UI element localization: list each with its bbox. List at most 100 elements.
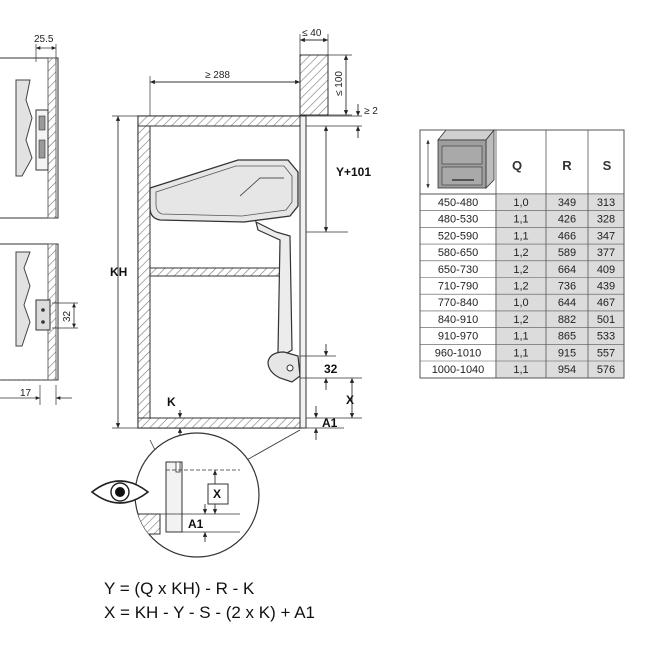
cabinet-top-wall xyxy=(137,115,303,127)
table-cell-range: 840-910 xyxy=(438,314,478,326)
dimension-table: Q R S 450-480 1,0 349 313 480-530 1,1 426 328 52… xyxy=(419,128,625,379)
lower-bracket xyxy=(35,299,51,331)
table-cell-q: 1,0 xyxy=(513,197,528,209)
table-cell-range: 960-1010 xyxy=(435,347,482,359)
dim-y-offset: Y+101 xyxy=(336,165,371,179)
table-row-shade xyxy=(496,227,624,245)
table-cell-s: 533 xyxy=(597,331,615,343)
dim-x: X xyxy=(346,393,354,407)
table-cell-r: 882 xyxy=(558,314,576,326)
table-cell-q: 1,1 xyxy=(513,347,528,359)
detail-x-box xyxy=(207,483,229,505)
table-cell-q: 1,2 xyxy=(513,264,528,276)
side-panel-top xyxy=(0,57,59,219)
table-cell-range: 1000-1040 xyxy=(432,364,485,376)
cabinet-section: KH ≥ 288 ≤ 40 ≤ 100 ≥ 2 Y+101 32 xyxy=(110,28,378,440)
table-cell-q: 1,0 xyxy=(513,297,528,309)
cabinet-shelf xyxy=(149,267,287,277)
table-cell-s: 377 xyxy=(597,247,615,259)
table-cell-range: 580-650 xyxy=(438,247,478,259)
table-cell-range: 450-480 xyxy=(438,197,478,209)
table-cell-q: 1,1 xyxy=(513,214,528,226)
detail-door-pin xyxy=(175,461,181,473)
table-cell-r: 736 xyxy=(558,281,576,293)
table-cell-s: 313 xyxy=(597,197,615,209)
cabinet-left-wall xyxy=(137,115,151,429)
table-cell-r: 644 xyxy=(558,297,576,309)
hinge-pivot xyxy=(286,364,294,372)
cabinet-bottom-wall xyxy=(137,417,303,429)
table-cell-range: 770-840 xyxy=(438,297,478,309)
lift-mechanism-housing xyxy=(149,159,299,223)
hinge-joint xyxy=(267,351,301,383)
table-col-r: R xyxy=(562,158,572,173)
table-row-shade xyxy=(496,344,624,361)
table-cell-r: 466 xyxy=(558,230,576,242)
table-row-shade xyxy=(496,260,624,278)
side-view: 25.5 32 17 xyxy=(0,34,78,405)
table-cell-range: 910-970 xyxy=(438,331,478,343)
table-cell-r: 954 xyxy=(558,364,576,376)
dim-inner-width: ≥ 288 xyxy=(205,70,230,81)
detail-door-panel xyxy=(165,461,183,533)
detail-circle xyxy=(134,432,260,558)
side-panel-bottom xyxy=(0,243,59,381)
formula-y: Y = (Q x KH) - R - K xyxy=(104,579,255,598)
table-cell-s: 467 xyxy=(597,297,615,309)
table-cell-s: 409 xyxy=(597,264,615,276)
table-cell-range: 520-590 xyxy=(438,230,478,242)
table-row-shade xyxy=(496,244,624,261)
table-cell-s: 439 xyxy=(597,281,615,293)
table-cell-s: 576 xyxy=(597,364,615,376)
table-cell-q: 1,1 xyxy=(513,230,528,242)
table-row-shade xyxy=(496,294,624,311)
dim-k: K xyxy=(167,395,176,409)
table-cell-q: 1,2 xyxy=(513,314,528,326)
dim-bottom-left-width: 17 xyxy=(20,388,32,399)
table-cell-s: 557 xyxy=(597,347,615,359)
table-cell-r: 589 xyxy=(558,247,576,259)
detail-x-label: X xyxy=(213,487,221,501)
upper-fitting-detail xyxy=(38,115,46,131)
dim-hinge-height: 32 xyxy=(324,362,338,376)
dim-gap: ≥ 2 xyxy=(364,106,378,117)
table-col-q: Q xyxy=(512,158,522,173)
table-row-shade xyxy=(496,210,624,228)
table-row-shade xyxy=(496,277,624,295)
formula-x: X = KH - Y - S - (2 x K) + A1 xyxy=(104,603,315,622)
table-row-shade xyxy=(496,327,624,345)
table-cell-r: 664 xyxy=(558,264,576,276)
dim-top-left-width: 25.5 xyxy=(34,34,54,45)
table-cell-range: 480-530 xyxy=(438,214,478,226)
detail-a1-label: A1 xyxy=(188,517,204,531)
table-border xyxy=(419,129,625,379)
table-body: 450-480 1,0 349 313 480-530 1,1 426 328 520-590 1… xyxy=(420,193,624,378)
table-cell-r: 349 xyxy=(558,197,576,209)
dim-a1: A1 xyxy=(322,416,338,430)
table-cell-r: 865 xyxy=(558,331,576,343)
side-edge-upper xyxy=(47,57,57,219)
table-cell-q: 1,1 xyxy=(513,331,528,343)
table-cell-r: 426 xyxy=(558,214,576,226)
table-cell-q: 1,1 xyxy=(513,364,528,376)
table-cell-s: 501 xyxy=(597,314,615,326)
dim-top-thickness: ≤ 40 xyxy=(302,28,322,39)
bracket-screw xyxy=(41,308,45,312)
table-cell-q: 1,2 xyxy=(513,281,528,293)
table-col-s: S xyxy=(603,158,612,173)
lift-mechanism-detail xyxy=(239,177,284,197)
front-door xyxy=(299,115,307,429)
side-board-lower xyxy=(15,251,31,347)
side-board-upper xyxy=(15,79,33,177)
lift-mechanism-inner xyxy=(155,165,293,217)
cabinet-thumbnail xyxy=(426,128,495,189)
dim-bracket-height: 32 xyxy=(62,310,73,322)
table-cell-range: 650-730 xyxy=(438,264,478,276)
table-cell-r: 915 xyxy=(558,347,576,359)
table-cell-s: 328 xyxy=(597,214,615,226)
upper-fitting-detail xyxy=(38,139,46,159)
lift-arm xyxy=(255,220,293,357)
table-cell-q: 1,2 xyxy=(513,247,528,259)
